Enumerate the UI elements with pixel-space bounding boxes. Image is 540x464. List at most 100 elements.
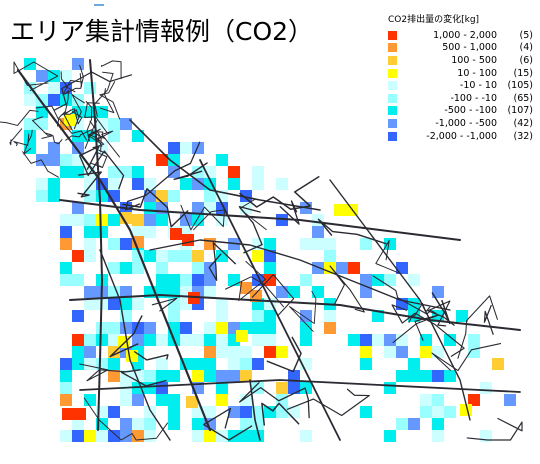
grid-cell bbox=[96, 334, 108, 346]
grid-cell bbox=[372, 310, 384, 322]
top-mark bbox=[94, 4, 104, 6]
grid-cell bbox=[132, 226, 144, 238]
road bbox=[151, 297, 178, 312]
road bbox=[77, 171, 102, 198]
grid-cell bbox=[228, 346, 240, 358]
grid-cell bbox=[62, 408, 74, 420]
grid-cell bbox=[168, 310, 180, 322]
grid-cell bbox=[240, 282, 252, 294]
grid-cell bbox=[276, 382, 288, 394]
grid-cell bbox=[36, 178, 48, 190]
grid-cell bbox=[156, 262, 168, 274]
grid-cell bbox=[324, 310, 336, 322]
grid-cell bbox=[228, 358, 240, 370]
grid-cell bbox=[432, 430, 444, 442]
grid-cell bbox=[252, 334, 264, 346]
grid-cell bbox=[204, 346, 216, 358]
road bbox=[98, 130, 120, 158]
grid-cell bbox=[108, 322, 120, 334]
grid-cell bbox=[60, 274, 72, 286]
legend: CO2排出量の変化[kg] 1,000 - 2,000(5)500 - 1,00… bbox=[388, 12, 538, 142]
grid-cell bbox=[168, 190, 180, 202]
grid-cell bbox=[170, 228, 182, 240]
grid-cell bbox=[132, 166, 144, 178]
grid-cell bbox=[96, 322, 108, 334]
grid-cell bbox=[72, 166, 84, 178]
grid-cell bbox=[264, 310, 276, 322]
road bbox=[92, 137, 106, 154]
road bbox=[238, 260, 267, 302]
grid-cell bbox=[360, 346, 372, 358]
grid-cell bbox=[72, 418, 84, 430]
legend-item: -500 - -100(107) bbox=[388, 105, 538, 118]
road bbox=[329, 265, 365, 313]
grid-cell bbox=[168, 298, 180, 310]
road bbox=[317, 218, 387, 245]
grid-cell bbox=[60, 94, 72, 106]
road bbox=[9, 128, 23, 146]
grid-cell bbox=[236, 330, 248, 342]
road bbox=[89, 151, 108, 169]
road bbox=[457, 295, 498, 359]
grid-cell bbox=[108, 406, 120, 418]
grid-cell bbox=[60, 370, 72, 382]
grid-cell bbox=[84, 190, 96, 202]
grid-cell bbox=[348, 334, 360, 346]
grid-cell bbox=[156, 154, 168, 166]
grid-cell bbox=[24, 130, 36, 142]
grid-cell bbox=[60, 382, 72, 394]
road bbox=[85, 100, 93, 142]
grid-cell bbox=[288, 286, 300, 298]
grid-cell bbox=[360, 406, 372, 418]
road bbox=[79, 379, 521, 393]
legend-count: (107) bbox=[507, 105, 533, 117]
grid-cell bbox=[60, 226, 72, 238]
grid-cell bbox=[300, 382, 312, 394]
grid-cell bbox=[60, 394, 72, 406]
legend-item: -1,000 - -500(42) bbox=[388, 117, 538, 130]
legend-item: -2,000 - -1,000(32) bbox=[388, 130, 538, 143]
grid-cell bbox=[216, 322, 228, 334]
grid-cell bbox=[36, 70, 48, 82]
grid-cell bbox=[72, 154, 84, 166]
road bbox=[99, 249, 171, 441]
road-network bbox=[0, 59, 523, 441]
grid-cell bbox=[108, 286, 120, 298]
grid-cell bbox=[216, 394, 228, 406]
grid-cell bbox=[240, 418, 252, 430]
grid-cell bbox=[228, 370, 240, 382]
grid-cell bbox=[144, 214, 156, 226]
grid-cell bbox=[444, 370, 456, 382]
road bbox=[239, 199, 267, 231]
grid-cell bbox=[420, 394, 432, 406]
grid-cell bbox=[300, 334, 312, 346]
grid-cell bbox=[72, 430, 84, 442]
grid-cell bbox=[126, 350, 138, 362]
grid-cell bbox=[204, 406, 216, 418]
grid-cell bbox=[408, 298, 420, 310]
grid-cell bbox=[324, 322, 336, 334]
road bbox=[120, 369, 167, 387]
grid-cell bbox=[288, 370, 300, 382]
grid-cell bbox=[384, 430, 396, 442]
grid-cell bbox=[120, 166, 132, 178]
grid-cell bbox=[300, 322, 312, 334]
grid-cell bbox=[72, 310, 84, 322]
road bbox=[375, 240, 400, 274]
legend-count: (32) bbox=[513, 130, 533, 142]
grid-cell bbox=[204, 286, 216, 298]
grid-cell bbox=[144, 334, 156, 346]
road bbox=[84, 102, 108, 133]
grid-cell bbox=[204, 334, 216, 346]
grid-cell bbox=[120, 298, 132, 310]
grid-cell bbox=[48, 82, 60, 94]
road bbox=[89, 59, 103, 431]
grid-cell bbox=[276, 406, 288, 418]
road bbox=[22, 151, 59, 178]
legend-swatch bbox=[388, 106, 397, 116]
grid-cell bbox=[300, 310, 312, 322]
grid-cell bbox=[108, 358, 120, 370]
grid-cell bbox=[72, 214, 84, 226]
grid-cell bbox=[64, 114, 76, 126]
